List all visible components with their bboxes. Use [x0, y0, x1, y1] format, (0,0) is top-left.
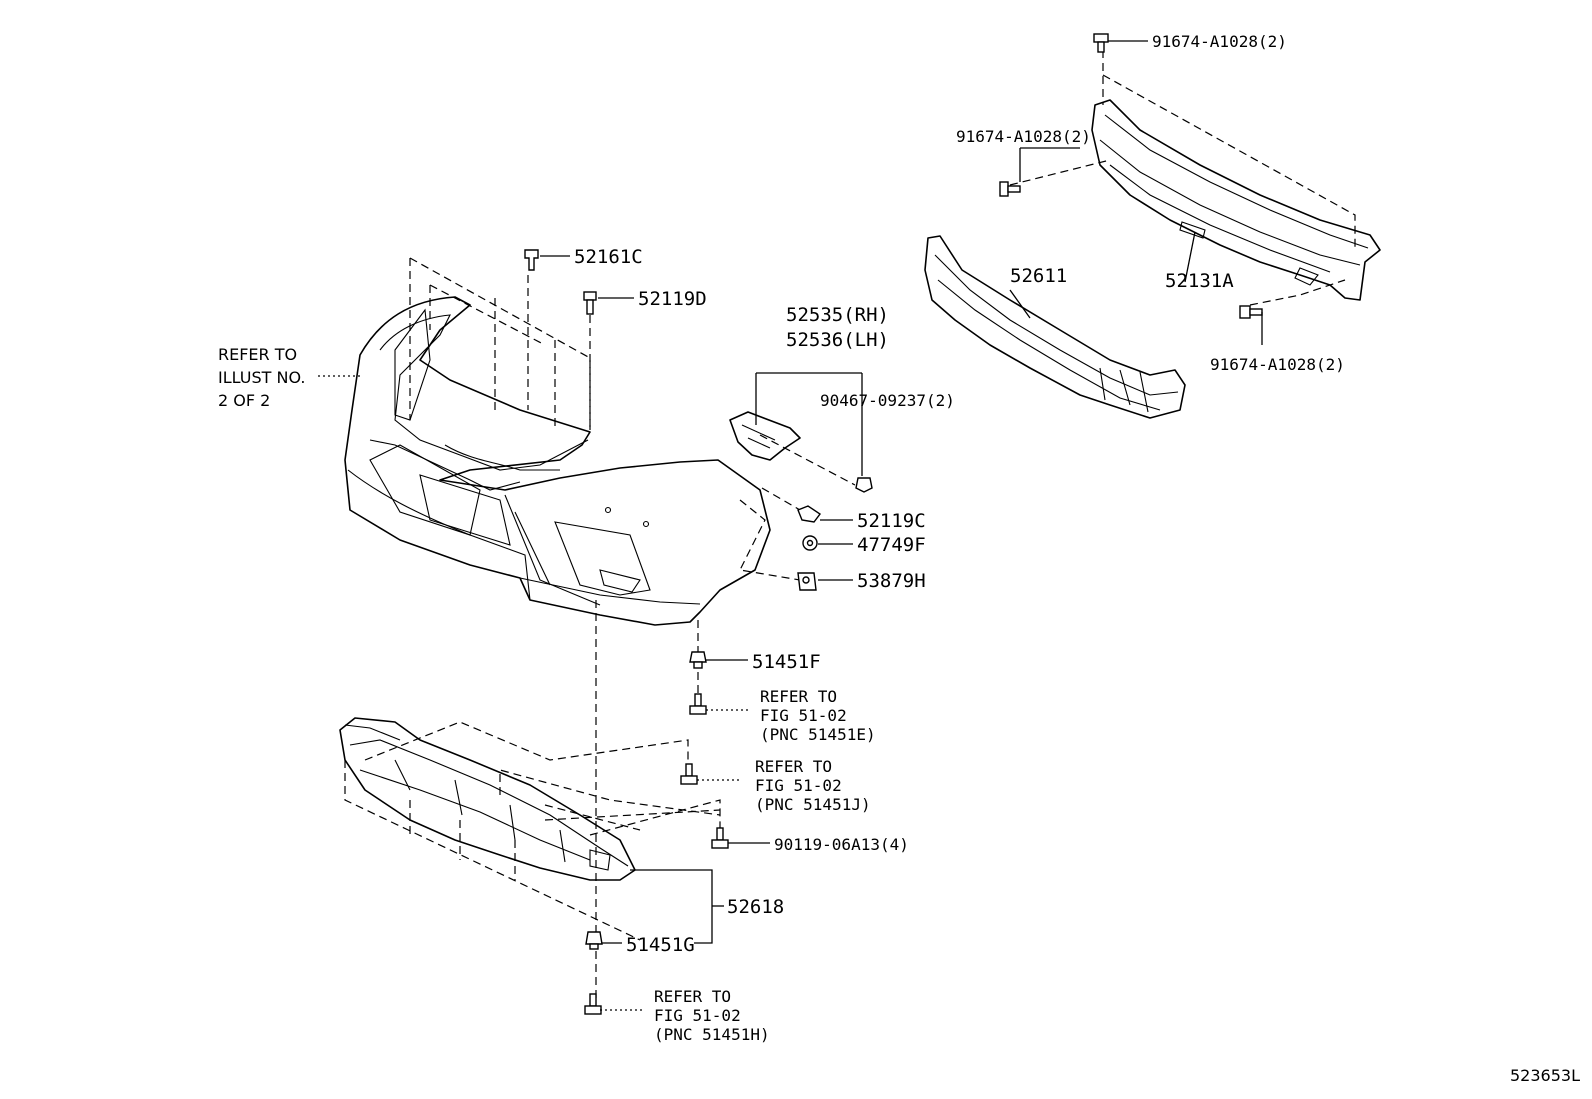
engine-under-cover	[339, 717, 636, 881]
label-52536: 52536(LH)	[786, 329, 889, 351]
note-illust-line1: REFER TO	[218, 345, 297, 364]
label-53879H: 53879H	[857, 570, 926, 592]
leader-lines	[318, 40, 1263, 1011]
label-52535: 52535(RH)	[786, 304, 889, 326]
energy-absorber	[924, 235, 1186, 419]
bolt-51451J-icon	[680, 763, 698, 785]
note-fig-j-line2: FIG 51-02	[755, 776, 842, 795]
bumper-cover	[344, 296, 771, 626]
bolt-90119-icon	[711, 827, 729, 849]
bolt-91674-left-icon	[999, 181, 1021, 197]
part-labels: 52161C 52119D 52535(RH) 52536(LH) 90467-…	[574, 32, 1345, 956]
retainer-53879H-icon	[797, 572, 817, 591]
label-51451F: 51451F	[752, 651, 821, 673]
retainer-bracket	[729, 411, 801, 461]
assembly-dash-lines	[344, 50, 1356, 1000]
diagram-id: 523653L	[1510, 1066, 1580, 1085]
screw-52119C-icon	[797, 505, 822, 523]
label-47749F: 47749F	[857, 534, 926, 556]
bolt-91674-bottom-icon	[1239, 305, 1263, 319]
screw-52119D-icon	[583, 291, 597, 315]
note-fig-e-line1: REFER TO	[760, 687, 837, 706]
label-51451G: 51451G	[626, 934, 695, 956]
label-90119: 90119-06A13(4)	[774, 835, 909, 854]
reference-notes: REFER TO ILLUST NO. 2 OF 2 REFER TO FIG …	[218, 345, 876, 1044]
clip-51451F-icon	[689, 651, 707, 669]
note-fig-e-line2: FIG 51-02	[760, 706, 847, 725]
label-52131A: 52131A	[1165, 270, 1234, 292]
label-52618: 52618	[727, 896, 784, 918]
label-91674-left: 91674-A1028(2)	[956, 127, 1091, 146]
note-illust-line3: 2 OF 2	[218, 391, 270, 410]
nut-47749F-icon	[802, 535, 818, 551]
note-fig-j-line3: (PNC 51451J)	[755, 795, 871, 814]
note-fig-e-line3: (PNC 51451E)	[760, 725, 876, 744]
bolt-51451E-icon	[689, 693, 707, 715]
label-52119C: 52119C	[857, 510, 926, 532]
bumper-reinforcement	[1091, 99, 1381, 301]
clip-52161C-icon	[524, 249, 539, 271]
label-52611: 52611	[1010, 265, 1067, 287]
bolt-51451H-icon	[584, 993, 602, 1015]
note-fig-h-line1: REFER TO	[654, 987, 731, 1006]
note-fig-h-line2: FIG 51-02	[654, 1006, 741, 1025]
note-fig-j-line1: REFER TO	[755, 757, 832, 776]
note-illust-line2: ILLUST NO.	[218, 368, 305, 387]
label-91674-bottom: 91674-A1028(2)	[1210, 355, 1345, 374]
label-52119D: 52119D	[638, 288, 707, 310]
note-fig-h-line3: (PNC 51451H)	[654, 1025, 770, 1044]
clip-90467-icon	[855, 477, 873, 493]
label-91674-top: 91674-A1028(2)	[1152, 32, 1287, 51]
clip-51451G-icon	[585, 931, 603, 950]
label-52161C: 52161C	[574, 246, 643, 268]
label-90467: 90467-09237(2)	[820, 391, 955, 410]
bolt-91674-top-icon	[1093, 33, 1109, 53]
